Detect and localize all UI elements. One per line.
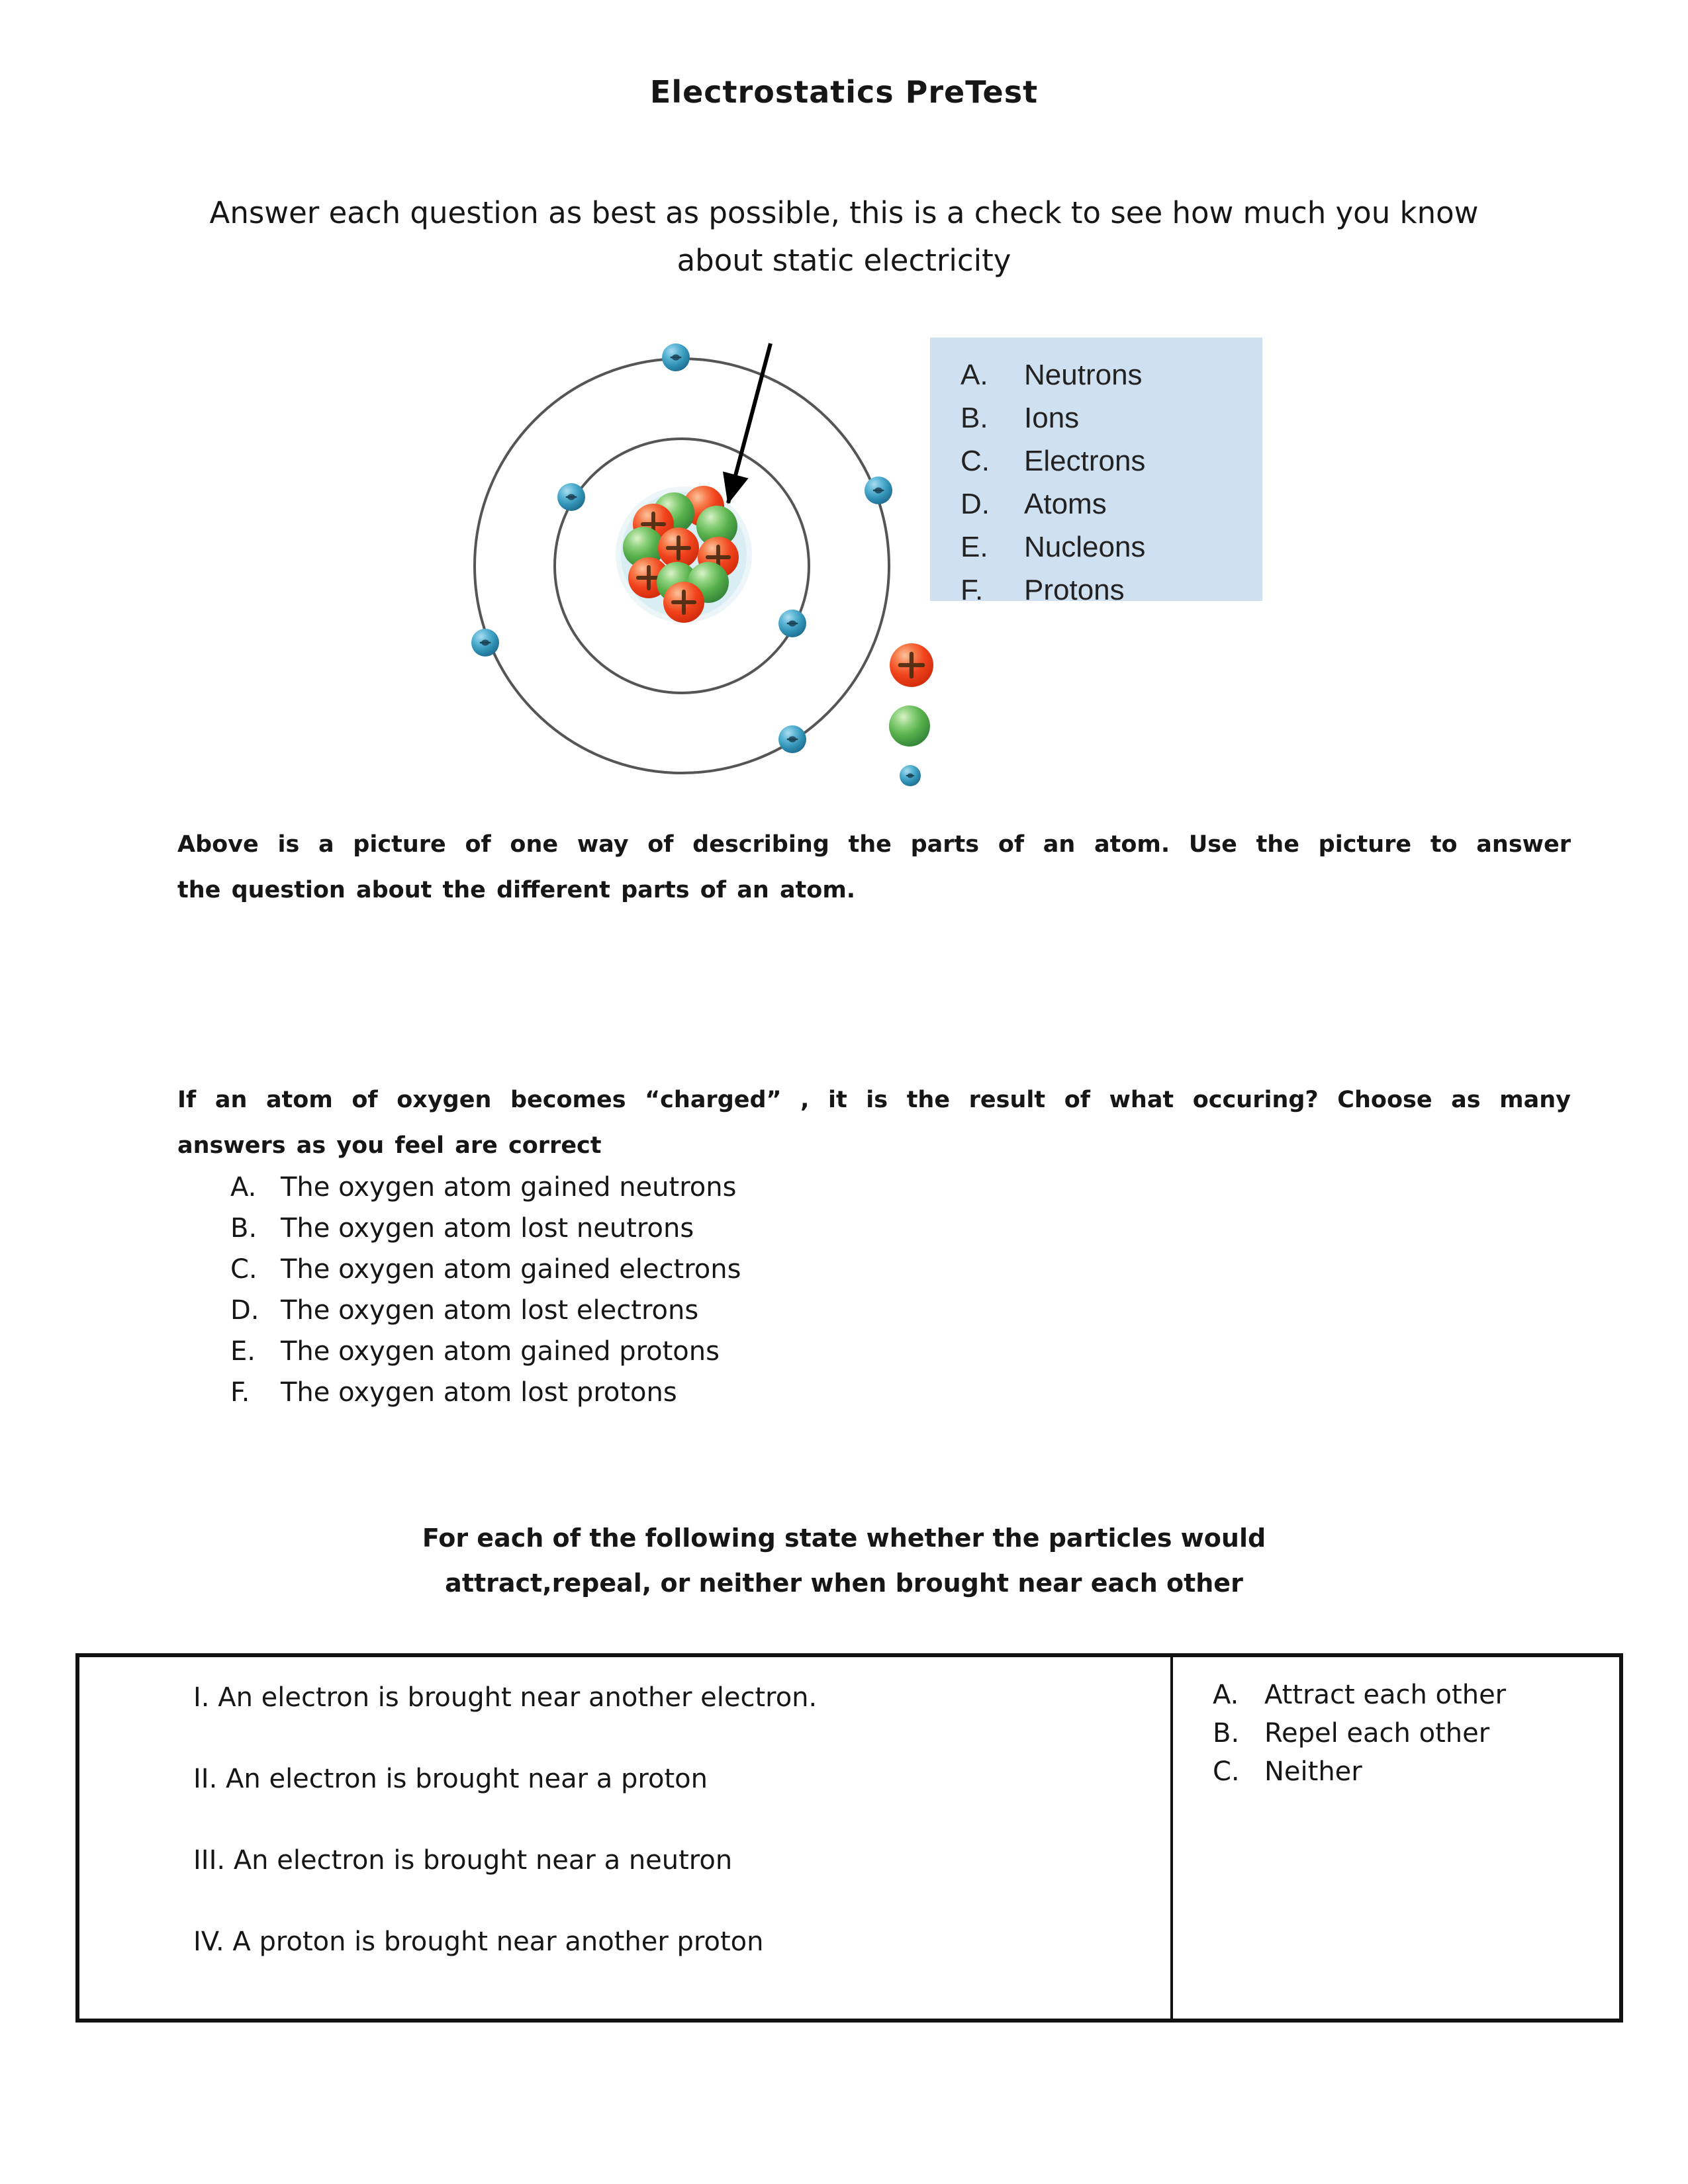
option-text: The oxygen atom gained electrons [281,1254,741,1285]
diagram-caption: Above is a picture of one way of describ… [177,822,1571,913]
answer-box-row: C. Electrons [930,439,1262,482]
option-letter: A. [230,1172,257,1203]
table-choice: B. Repel each other [1213,1718,1489,1749]
question1-option: F. The oxygen atom lost protons [230,1372,741,1413]
option-letter: F. [230,1377,250,1408]
question2-heading-line2: attract,repeal, or neither when brought … [445,1569,1243,1598]
caption-line1: Above is a picture of one way of describ… [177,831,1571,858]
table-choice: C. Neither [1213,1756,1362,1787]
atom-diagram [471,343,933,786]
table-column-divider [1170,1657,1173,2019]
option-label: Nucleons [1024,531,1146,563]
table-item: III. An electron is brought near a neutr… [193,1845,733,1876]
option-text: The oxygen atom lost electrons [281,1295,699,1326]
option-text: The oxygen atom lost protons [281,1377,677,1408]
question1-option: B. The oxygen atom lost neutrons [230,1208,741,1249]
option-letter: D. [230,1295,259,1326]
plus-sign-icon [671,589,697,615]
neutron-ball [623,527,664,568]
choice-text: Attract each other [1264,1680,1507,1710]
matching-table: I. An electron is brought near another e… [75,1653,1623,2023]
choice-text: Repel each other [1264,1718,1490,1749]
answer-box: A. Neutrons B. Ions C. Electrons D. Atoms E.… [930,338,1262,606]
instructions-line2: about static electricity [677,243,1011,278]
plus-sign-icon [635,565,662,591]
choice-letter: B. [1213,1718,1240,1749]
answer-box-row: E. Nucleons [930,525,1262,569]
instructions-line1: Answer each question as best as possible… [209,195,1479,230]
table-item: I. An electron is brought near another e… [193,1682,818,1713]
option-letter: E. [961,531,988,563]
page-title: Electrostatics PreTest [649,74,1039,110]
question1-options: A. The oxygen atom gained neutrons B. The … [230,1167,741,1413]
choice-letter: C. [1213,1756,1240,1787]
option-letter: C. [230,1254,258,1285]
question2-heading-line1: For each of the following state whether … [422,1524,1266,1553]
option-label: Neutrons [1024,359,1143,391]
option-text: The oxygen atom gained neutrons [281,1172,737,1203]
option-letter: E. [230,1336,256,1367]
caption-line2: the question about the different parts o… [177,877,856,903]
table-item: IV. A proton is brought near another pro… [193,1927,764,1957]
option-letter: A. [961,359,988,391]
question1-option: D. The oxygen atom lost electrons [230,1290,741,1331]
choice-text: Neither [1264,1756,1362,1787]
instructions: Answer each question as best as possible… [0,189,1688,285]
option-label: Ions [1024,402,1080,434]
question1-prompt-line1: If an atom of oxygen becomes “charged” ,… [177,1087,1571,1113]
question2-heading: For each of the following state whether … [0,1516,1688,1606]
plus-sign-icon [898,651,925,679]
option-letter: C. [961,445,990,477]
neutron-ball [696,506,737,547]
question1-option: A. The oxygen atom gained neutrons [230,1167,741,1208]
choice-letter: A. [1213,1680,1239,1710]
plus-sign-icon [705,544,731,570]
plus-sign-icon [665,535,692,561]
pointer-arrow [722,343,773,504]
neutron-ball [889,705,930,747]
question1-option: C. The oxygen atom gained electrons [230,1249,741,1290]
question1-prompt-line2: answers as you feel are correct [177,1132,602,1159]
option-label: Atoms [1024,488,1107,520]
table-item: II. An electron is brought near a proton [193,1764,708,1794]
table-choice: A. Attract each other [1213,1680,1506,1710]
option-letter: F. [961,574,984,606]
question1-prompt: If an atom of oxygen becomes “charged” ,… [177,1077,1571,1169]
answer-box-row: D. Atoms [930,482,1262,525]
option-text: The oxygen atom gained protons [281,1336,720,1367]
option-letter: D. [961,488,990,520]
question1-option: E. The oxygen atom gained protons [230,1331,741,1372]
answer-box-row: F. Protons [930,569,1262,612]
option-label: Electrons [1024,445,1146,477]
answer-box-row: A. Neutrons [930,353,1262,396]
answer-box-row: B. Ions [930,396,1262,439]
option-label: Protons [1024,574,1125,606]
option-text: The oxygen atom lost neutrons [281,1213,694,1244]
option-letter: B. [230,1213,258,1244]
option-letter: B. [961,402,988,434]
inner-orbit-path [553,437,810,694]
